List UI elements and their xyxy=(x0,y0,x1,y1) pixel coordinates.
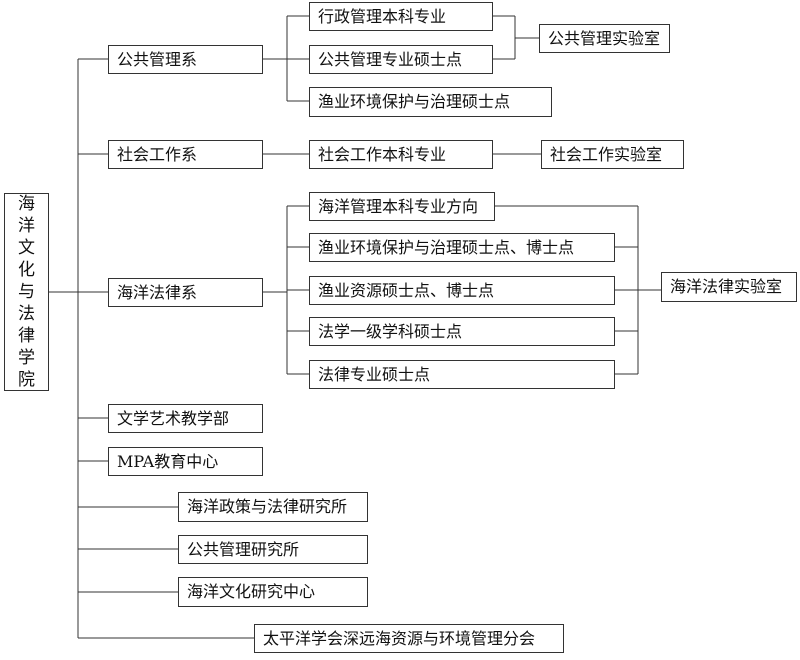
lab-label: 海洋法律实验室 xyxy=(670,277,783,296)
institute-maritime-culture: 海洋文化研究中心 xyxy=(178,577,368,607)
root-label-char: 法 xyxy=(18,304,35,324)
dept-label: 社会工作系 xyxy=(117,144,198,164)
root-college: 海洋文化与法律学院 xyxy=(4,193,49,391)
lab-box: 海洋法律实验室 xyxy=(661,272,797,302)
institute-label: 海洋文化研究中心 xyxy=(187,582,316,601)
program-label: 公共管理专业硕士点 xyxy=(318,49,463,69)
program-box: 海洋管理本科专业方向 xyxy=(309,192,495,221)
institute-label: 公共管理研究所 xyxy=(187,539,300,559)
program-box: 渔业环境保护与治理硕士点、博士点 xyxy=(309,233,615,262)
lab-box: 社会工作实验室 xyxy=(541,140,684,169)
dept-maritime-law: 海洋法律系 xyxy=(108,278,263,307)
institute-public-admin: 公共管理研究所 xyxy=(178,535,368,564)
institute-label: 太平洋学会深远海资源与环境管理分会 xyxy=(263,628,536,648)
program-label: 渔业环境保护与治理硕士点 xyxy=(318,92,511,111)
program-box: 法律专业硕士点 xyxy=(309,360,615,389)
dept-label: 海洋法律系 xyxy=(117,282,198,302)
root-label-char: 海 xyxy=(18,194,35,214)
program-box: 法学一级学科硕士点 xyxy=(309,317,615,346)
unit-label: 文学艺术教学部 xyxy=(117,408,230,428)
program-box: 行政管理本科专业 xyxy=(309,2,493,31)
unit-mpa-center: MPA教育中心 xyxy=(108,447,263,476)
program-label: 渔业环境保护与治理硕士点、博士点 xyxy=(318,237,575,257)
program-box: 渔业资源硕士点、博士点 xyxy=(309,276,615,305)
unit-label: MPA教育中心 xyxy=(117,451,219,471)
dept-public-admin: 公共管理系 xyxy=(108,45,263,74)
root-label-char: 与 xyxy=(18,282,35,302)
program-label: 海洋管理本科专业方向 xyxy=(318,196,479,216)
root-label-char: 律 xyxy=(18,326,35,346)
lab-box: 公共管理实验室 xyxy=(539,24,670,53)
program-box: 渔业环境保护与治理硕士点 xyxy=(309,87,552,117)
dept-label: 公共管理系 xyxy=(117,49,198,69)
program-label: 行政管理本科专业 xyxy=(318,6,447,26)
root-label-char: 洋 xyxy=(18,216,35,236)
institute-pacific-society: 太平洋学会深远海资源与环境管理分会 xyxy=(254,624,564,653)
program-label: 法律专业硕士点 xyxy=(318,364,431,384)
program-box: 公共管理专业硕士点 xyxy=(309,45,493,74)
unit-literature-arts: 文学艺术教学部 xyxy=(108,404,263,433)
lab-label: 社会工作实验室 xyxy=(550,144,663,164)
institute-maritime-policy: 海洋政策与法律研究所 xyxy=(178,492,368,522)
root-label-char: 文 xyxy=(18,238,35,258)
root-label-char: 化 xyxy=(18,260,35,280)
root-label-char: 学 xyxy=(18,348,35,368)
program-label: 法学一级学科硕士点 xyxy=(318,321,463,341)
dept-social-work: 社会工作系 xyxy=(108,140,263,169)
lab-label: 公共管理实验室 xyxy=(548,28,661,48)
program-box: 社会工作本科专业 xyxy=(309,140,493,169)
institute-label: 海洋政策与法律研究所 xyxy=(187,497,348,516)
program-label: 社会工作本科专业 xyxy=(318,144,447,164)
program-label: 渔业资源硕士点、博士点 xyxy=(318,280,495,300)
root-label-char: 院 xyxy=(18,370,35,390)
